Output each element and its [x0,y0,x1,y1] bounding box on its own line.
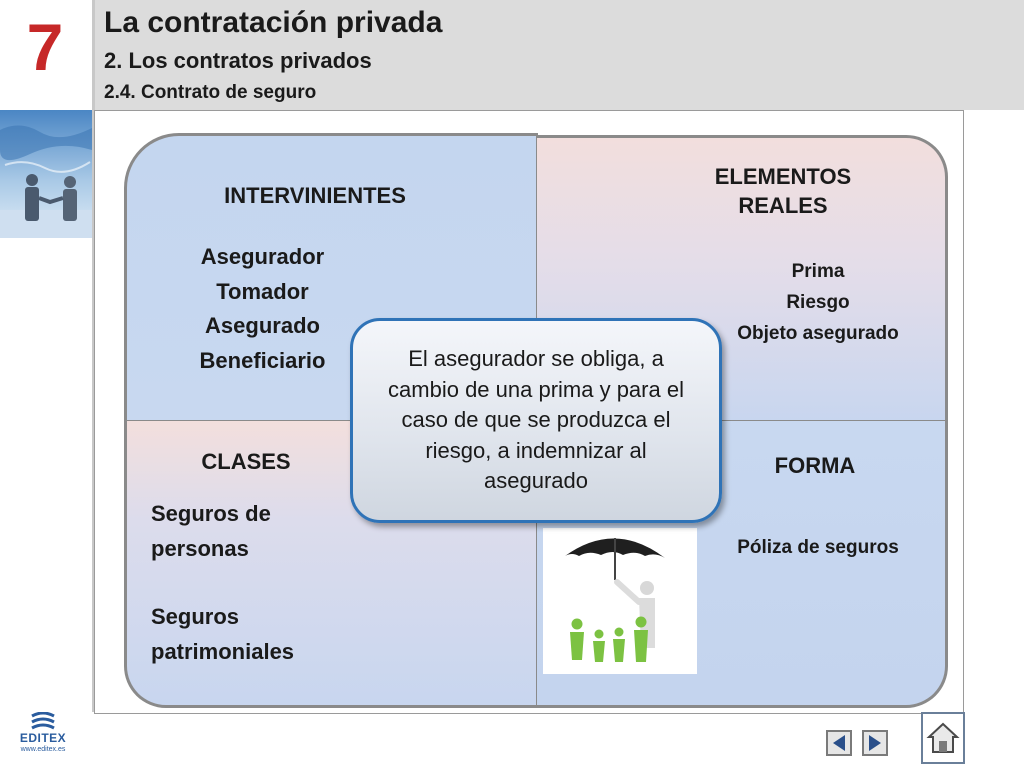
list-item: Asegurado [205,313,320,338]
clases-list: Seguros de personas Seguros patrimoniale… [151,497,371,703]
page-section: 2.4. Contrato de seguro [104,82,317,103]
home-button[interactable] [921,712,965,764]
umbrella-family-image [543,528,697,674]
clases-heading: CLASES [201,449,291,474]
forma-list: Póliza de seguros [718,533,918,563]
forma-heading: FORMA [774,453,856,478]
page-subtitle: 2. Los contratos privados [104,48,372,73]
definition-text: El asegurador se obliga, a cambio de una… [388,346,684,494]
elementos-reales-list: Prima Riesgo Objeto asegurado [718,256,918,349]
elementos-heading-line1: ELEMENTOS [714,164,852,189]
intervinientes-list: Asegurador Tomador Asegurado Beneficiari… [170,240,355,378]
list-item: Riesgo [786,292,850,313]
list-item: Objeto asegurado [737,323,899,344]
elementos-reales-heading: ELEMENTOS REALES [688,163,878,220]
list-item: Tomador [216,278,309,304]
list-item: Asegurador [200,244,325,269]
editex-logo-mark-icon [31,712,55,730]
intervinientes-heading: INTERVINIENTES [224,183,406,208]
page-title: La contratación privada [104,6,443,39]
chapter-number: 7 [26,10,64,84]
next-slide-button[interactable] [862,730,888,756]
logo-name: EDITEX [19,731,67,745]
business-handshake-image [0,110,92,238]
elementos-heading-line2: REALES [738,192,828,218]
editex-logo: EDITEX www.editex.es [12,712,74,766]
house-icon [926,722,960,753]
triangle-right-icon [869,735,881,751]
list-item: Beneficiario [199,347,326,373]
header-bar [94,0,1024,110]
list-item: Prima [791,261,845,282]
definition-box: El asegurador se obliga, a cambio de una… [350,318,722,523]
previous-slide-button[interactable] [826,730,852,756]
logo-url: www.editex.es [20,746,66,753]
header-divider [92,0,95,712]
list-item: Seguros de personas [151,501,271,561]
triangle-left-icon [833,735,845,751]
list-item: Póliza de seguros [737,537,899,558]
list-item: Seguros patrimoniales [151,604,295,664]
